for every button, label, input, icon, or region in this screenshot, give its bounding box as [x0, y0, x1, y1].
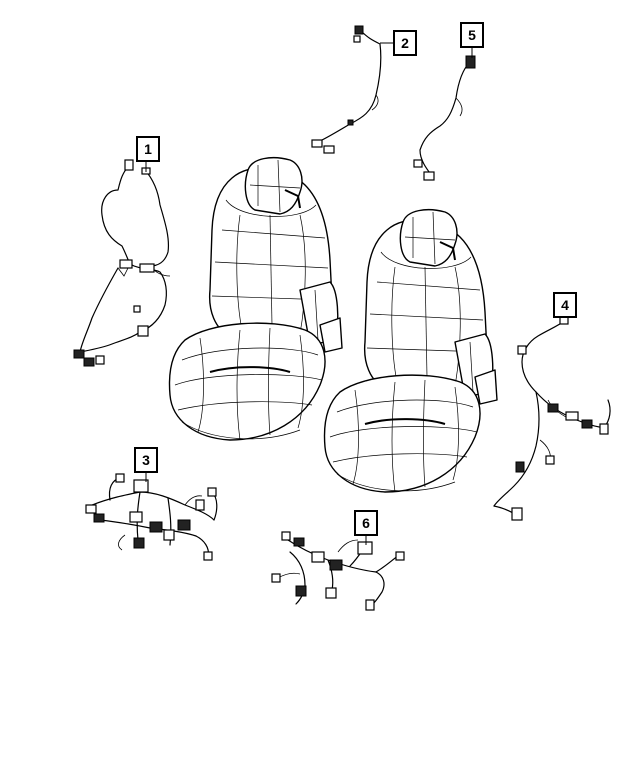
callout-1: 1	[136, 136, 160, 162]
callout-2-label: 2	[401, 35, 409, 51]
callout-5: 5	[460, 22, 484, 48]
callout-3-label: 3	[142, 452, 150, 468]
left-seat-illustration	[168, 157, 343, 441]
callout-5-label: 5	[468, 27, 476, 43]
wiring-harness-6	[271, 531, 405, 611]
callout-4-label: 4	[561, 297, 569, 313]
callout-2: 2	[393, 30, 417, 56]
wiring-harness-3	[85, 472, 218, 561]
right-seat-illustration	[323, 209, 498, 493]
wiring-harness-1	[73, 159, 171, 367]
callout-4: 4	[553, 292, 577, 318]
wiring-harness-2	[311, 25, 394, 154]
wiring-harness-5	[413, 48, 476, 181]
callout-6: 6	[354, 510, 378, 536]
callout-1-label: 1	[144, 141, 152, 157]
callout-3: 3	[134, 447, 158, 473]
callout-6-label: 6	[362, 515, 370, 531]
wiring-harness-4	[493, 305, 611, 521]
